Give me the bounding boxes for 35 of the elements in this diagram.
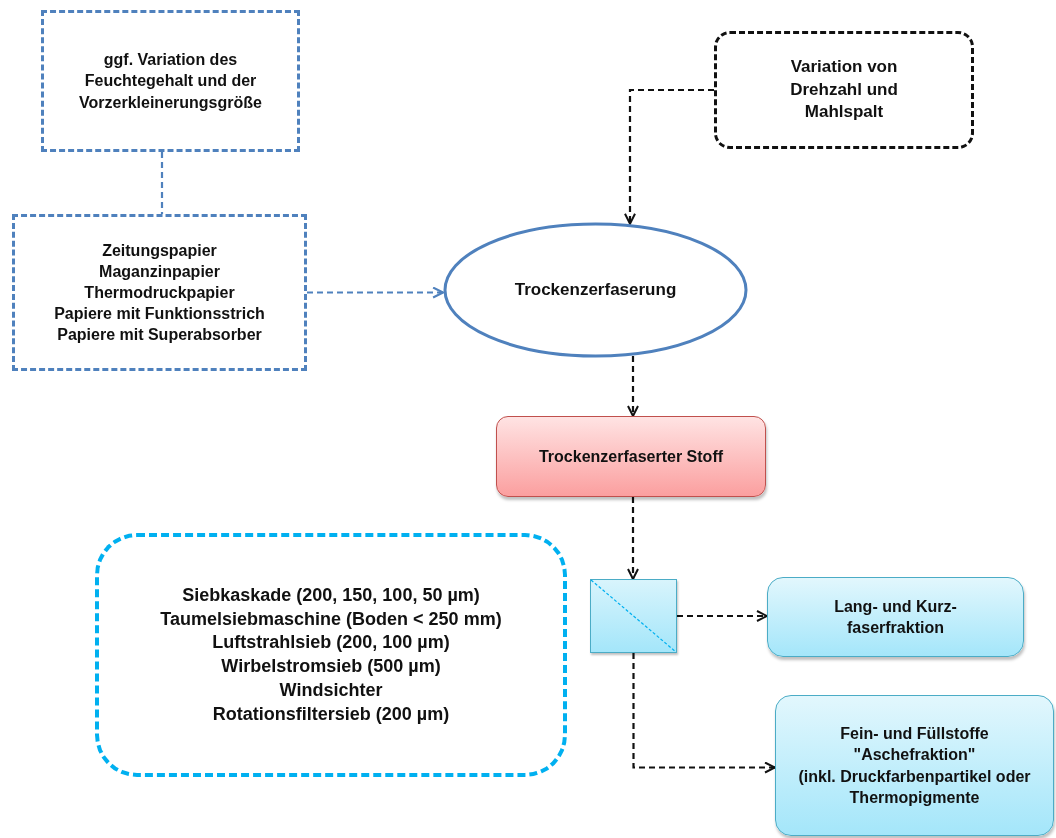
node-text: (inkl. Druckfarbenpartikel oder Thermopigmente bbox=[798, 766, 1031, 808]
arrow bbox=[624, 88, 714, 225]
node-text: Zeitungspapier bbox=[102, 240, 217, 261]
arrow bbox=[632, 653, 776, 774]
connector-line bbox=[160, 152, 164, 214]
node-text: Rotationsfiltersieb (200 µm) bbox=[212, 702, 450, 726]
node-text: Lang- und Kurz- faserfraktion bbox=[833, 596, 958, 638]
arrow bbox=[677, 610, 768, 622]
node-text: Thermodruckpapier bbox=[84, 282, 235, 303]
fraction-box bbox=[775, 695, 1054, 836]
node-text: Windsichter bbox=[279, 678, 383, 702]
node-text: Luftstrahlsieb (200, 100 µm) bbox=[212, 631, 450, 655]
dashed-box bbox=[41, 10, 300, 152]
node-text: Fein- und Füllstoffe bbox=[840, 724, 989, 745]
node-text: Papiere mit Funktionsstrich bbox=[54, 304, 265, 325]
arrow bbox=[627, 355, 639, 417]
node-text: "Aschefraktion" bbox=[853, 745, 976, 766]
node-text: ggf. Variation des Feuchtegehalt und der Vorzerkleinerungsgröße bbox=[78, 50, 263, 113]
dashed-box bbox=[12, 214, 307, 371]
node-text: Variation von Drehzahl und Mahlspalt bbox=[789, 56, 899, 124]
node-text: Wirbelstromsieb (500 µm) bbox=[221, 655, 441, 678]
fraction-box bbox=[767, 577, 1024, 657]
node-text: Trockenzerfaserung bbox=[514, 278, 677, 301]
dashed-rounded-panel bbox=[95, 533, 567, 777]
arrow bbox=[627, 497, 639, 580]
node-text: Papiere mit Superabsorber bbox=[57, 325, 262, 346]
node-text: Siebkaskade (200, 150, 100, 50 µm) bbox=[182, 583, 480, 607]
node-text: Trockenzerfaserter Stoff bbox=[538, 446, 724, 467]
node-text: Maganzinpapier bbox=[99, 261, 220, 282]
dashed-rounded-box bbox=[714, 31, 974, 149]
separator-square bbox=[590, 579, 677, 653]
node-text: Taumelsiebmaschine (Boden < 250 mm) bbox=[160, 607, 502, 631]
process-ellipse bbox=[443, 222, 748, 358]
result-box bbox=[496, 416, 766, 497]
arrow bbox=[307, 286, 445, 299]
